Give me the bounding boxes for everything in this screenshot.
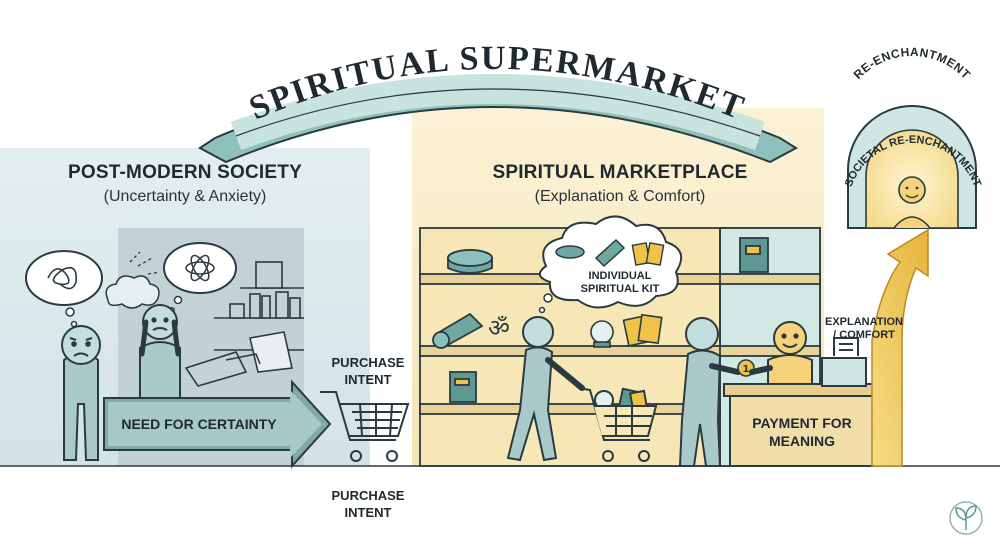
paying-customer xyxy=(678,317,741,467)
empty-shopping-cart xyxy=(320,391,410,462)
re-enchantment-portal: RE-ENCHANTMENT SOCIETAL RE-ENCHANTMENT xyxy=(843,45,983,229)
explanation-comfort-label: EXPLANATION / COMFORT xyxy=(824,316,904,341)
checkout-counter xyxy=(723,337,881,467)
meditation-cushion xyxy=(447,249,493,274)
purchase-intent-label-bottom: PURCHASE INTENT xyxy=(331,488,405,520)
stress-cloud xyxy=(105,275,160,309)
left-panel-subheading: (Uncertainty & Anxiety) xyxy=(103,188,267,205)
lower-book-icon xyxy=(449,371,477,403)
crystal-ball-icon xyxy=(590,320,614,348)
om-symbol-icon: ॐ xyxy=(488,314,510,342)
anxious-person xyxy=(61,325,101,461)
rising-golden-arrow xyxy=(871,228,929,467)
glowing-smiling-face xyxy=(898,176,926,204)
rolled-yoga-mat xyxy=(432,312,484,349)
tarot-cards-icon xyxy=(622,313,663,347)
need-for-certainty-arrow xyxy=(103,379,332,469)
leaf-logo-icon xyxy=(949,501,983,535)
left-panel-heading: POST-MODERN SOCIETY xyxy=(68,162,302,183)
anxious-thought-bubble xyxy=(25,250,103,328)
svg-text:1: 1 xyxy=(743,364,750,375)
portal-outer-label: RE-ENCHANTMENT xyxy=(851,45,974,82)
book-icon xyxy=(739,237,769,273)
cluttered-shelves xyxy=(184,261,304,387)
individual-spiritual-kit-label: INDIVIDUAL SPIRITUAL KIT xyxy=(580,270,660,295)
spiritual-kit-thought-bubble xyxy=(538,215,683,314)
distressed-person xyxy=(139,304,181,401)
right-panel-subheading: (Explanation & Comfort) xyxy=(534,188,706,205)
shopper-person xyxy=(506,316,585,462)
payment-for-meaning-label: PAYMENT FOR MEANING xyxy=(752,415,852,449)
atom-thought-bubble xyxy=(163,242,237,313)
need-for-certainty-label: NEED FOR CERTAINTY xyxy=(121,416,277,432)
full-shopping-cart xyxy=(577,387,658,462)
purchase-intent-label-top: PURCHASE INTENT xyxy=(331,355,405,387)
right-panel-heading: SPIRITUAL MARKETPLACE xyxy=(492,162,748,183)
